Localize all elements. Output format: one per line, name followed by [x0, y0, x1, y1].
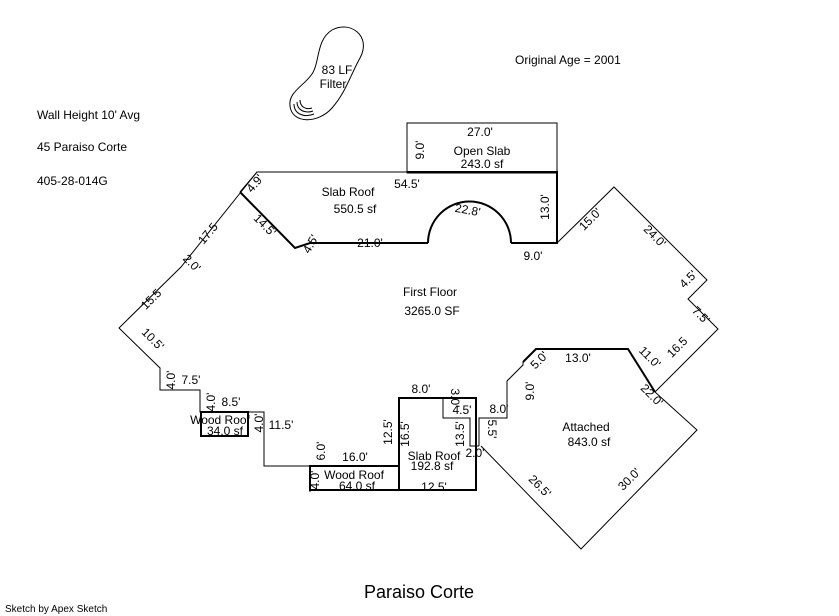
attached-area	[480, 391, 698, 550]
address-text: 45 Paraiso Corte	[37, 140, 127, 154]
dim-9-open: 9.0'	[413, 141, 427, 160]
dim-21: 21.0'	[357, 236, 383, 250]
pool-shape	[289, 26, 364, 121]
dim-13-5: 13.5'	[453, 421, 467, 447]
dim-24: 24.0'	[641, 222, 669, 250]
dim-9-attached: 9.0'	[523, 382, 537, 401]
dim-4-5-right: 4.5'	[677, 268, 700, 291]
dim-16-5-vertical: 16.5'	[398, 421, 412, 447]
dim-8-right: 8.0'	[490, 402, 509, 416]
dim-7-5-right: 7.5'	[689, 304, 712, 327]
wood-roof-bottom-name: Wood Roof	[324, 468, 384, 482]
first-floor-area: 3265.0 SF	[404, 304, 459, 318]
dim-4-5-bottom: 4.5'	[453, 403, 472, 417]
sketch-credit: Sketch by Apex Sketch	[5, 604, 107, 615]
dim-15: 15.0'	[576, 205, 604, 233]
dim-22-8: 22.8'	[454, 201, 482, 219]
slab-roof-top-name: Slab Roof	[322, 185, 375, 199]
dim-4-a: 4.0'	[164, 371, 178, 390]
dim-54-5: 54.5'	[394, 177, 420, 191]
dim-15-5: 15.5	[138, 286, 165, 313]
dim-16: 16.0'	[342, 450, 368, 464]
dim-4-c: 4.0'	[252, 414, 266, 433]
dim-6: 6.0'	[314, 442, 328, 461]
dim-8-5: 8.5'	[222, 395, 241, 409]
first-floor-name: First Floor	[403, 285, 457, 299]
pool-label-lf: 83 LF	[322, 63, 353, 77]
original-age: Original Age = 2001	[515, 53, 621, 67]
slab-roof-bottom-area-value: 192.8 sf	[411, 459, 454, 473]
dim-27: 27.0'	[467, 125, 493, 139]
parcel-number: 405-28-014G	[37, 174, 108, 188]
dim-10-5: 10.5'	[139, 325, 167, 353]
dim-14-5: 14.5'	[251, 211, 279, 239]
dim-12-5-bottom: 12.5'	[421, 480, 447, 494]
slab-roof-top-area: 550.5 sf	[334, 202, 377, 216]
dim-11-5: 11.5'	[269, 418, 294, 432]
dim-4-d: 4.0'	[308, 471, 322, 490]
dim-4-b: 4.0'	[204, 393, 218, 412]
dim-5: 5.0'	[528, 349, 551, 372]
first-floor-outline	[118, 171, 719, 492]
wall-height: Wall Height 10' Avg	[37, 108, 140, 122]
wood-roof-left-name: Wood Roof	[190, 413, 250, 427]
sketch-title: Paraiso Corte	[364, 582, 474, 602]
dim-13-attached: 13.0'	[565, 351, 591, 365]
dim-17-5: 17.5	[195, 220, 221, 247]
dim-9-bottom: 9.0'	[524, 249, 543, 263]
wood-roof-bottom-area-value: 64.0 sf	[339, 479, 376, 493]
wood-roof-left-area	[200, 411, 249, 437]
dim-2-left: 2.0'	[180, 252, 203, 275]
dim-8-top: 8.0'	[412, 382, 431, 396]
pool-label-filter: Filter	[320, 77, 347, 91]
open-slab-area-value: 243.0 sf	[461, 157, 504, 171]
dim-7-5-left: 7.5'	[182, 373, 201, 387]
dim-5-5: 5.5'	[485, 420, 499, 439]
wood-roof-left-area-value: 34.0 sf	[207, 424, 244, 438]
dim-4-9: 4.9'	[243, 172, 266, 196]
dim-3: 3.0'	[448, 389, 462, 408]
open-slab-name: Open Slab	[454, 144, 511, 158]
dim-12-5-vertical: 12.5'	[381, 419, 395, 445]
attached-name: Attached	[562, 420, 609, 434]
dim-4-5-left: 4.5'	[300, 232, 322, 255]
slab-roof-bottom-name: Slab Roof	[408, 449, 461, 463]
dim-13-right: 13.0'	[538, 194, 552, 220]
dim-16-5-right: 16.5	[664, 334, 691, 361]
attached-area-value: 843.0 sf	[568, 435, 611, 449]
bottom-roofs	[309, 397, 479, 491]
dim-2-bottom: 2.0'	[466, 446, 485, 460]
